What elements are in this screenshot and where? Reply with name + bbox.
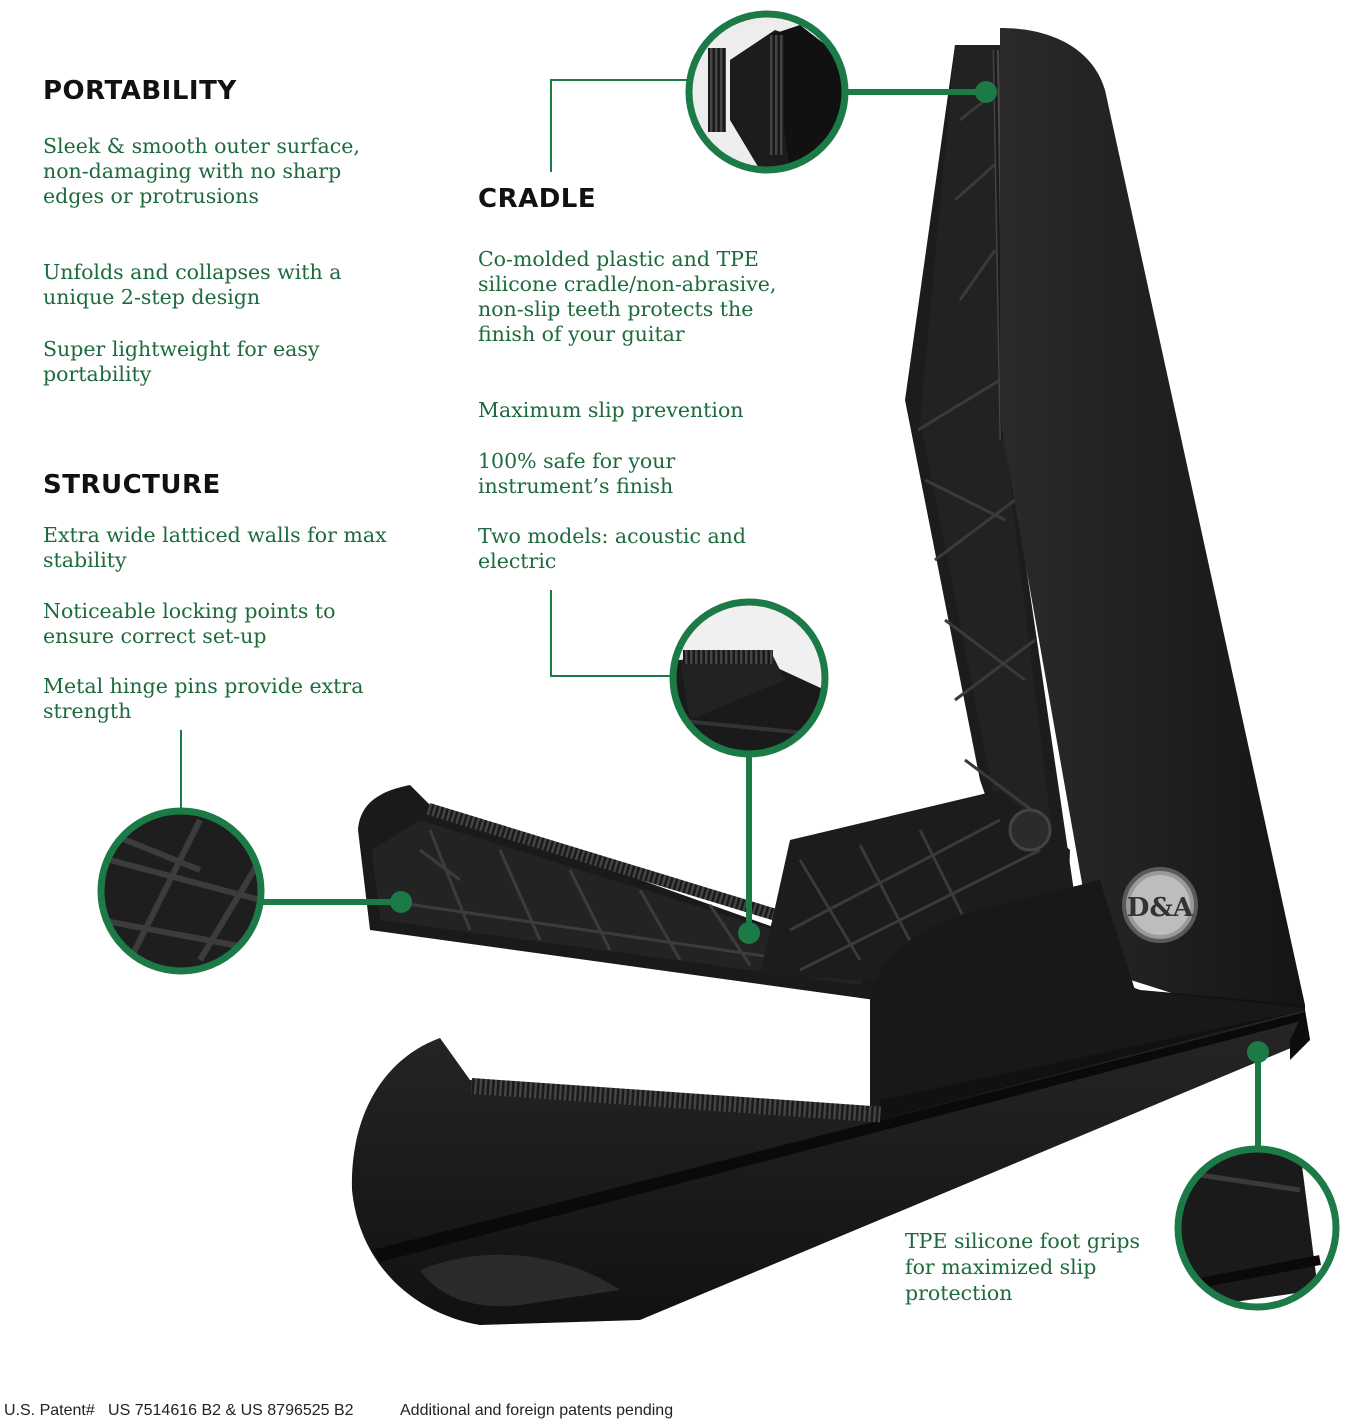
zoom-circle-lattice: [97, 807, 265, 975]
cradle-item: 100% safe for your instrument’s finish: [478, 449, 676, 498]
structure-item: Extra wide latticed walls for max stabil…: [43, 523, 387, 572]
portability-item: Super lightweight for easy portability: [43, 337, 320, 386]
brand-logo: D&A: [1122, 867, 1198, 943]
callout-lines: [180, 79, 1261, 1150]
main-body: [1000, 28, 1305, 1010]
zoom-circle-cradle: [669, 598, 829, 758]
rear-arm: [358, 785, 880, 1000]
portability-item: Sleek & smooth outer surface, non-damagi…: [43, 134, 360, 208]
structure-heading: STRUCTURE: [43, 470, 221, 500]
cradle-item: Two models: acoustic and electric: [478, 524, 746, 573]
svg-text:D&A: D&A: [1127, 893, 1194, 923]
foot: [351, 1010, 1310, 1325]
portability-heading: PORTABILITY: [43, 76, 237, 106]
callout-dots: [390, 81, 1269, 1063]
zoom-circle-teeth: [685, 10, 849, 174]
zoom-circle-foot-grip: [1174, 1145, 1340, 1311]
patents-pending: Additional and foreign patents pending: [400, 1402, 674, 1419]
cradle-item: Co-molded plastic and TPE silicone cradl…: [478, 247, 777, 346]
structure-item: Noticeable locking points to ensure corr…: [43, 599, 336, 648]
foot-grip-text: TPE silicone foot grips for maximized sl…: [905, 1229, 1140, 1305]
patent-numbers: U.S. Patent# US 7514616 B2 & US 8796525 …: [4, 1402, 354, 1419]
cradle-item: Maximum slip prevention: [478, 398, 744, 422]
structure-item: Metal hinge pins provide extra strength: [43, 674, 364, 723]
portability-item: Unfolds and collapses with a unique 2-st…: [43, 260, 342, 309]
cradle-heading: CRADLE: [478, 184, 597, 214]
